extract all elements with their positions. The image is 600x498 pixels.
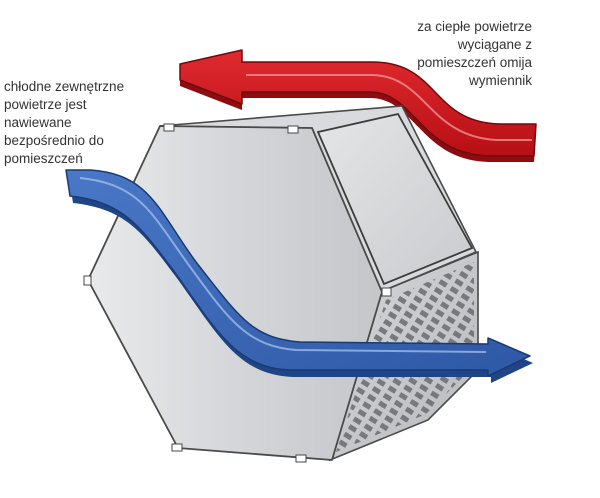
arrow-right-icon	[65, 169, 531, 377]
cold-air-label-line: powietrze jest	[4, 97, 87, 112]
cold-air-label-line: pomieszczeń	[4, 151, 83, 166]
warm-air-label: za ciepłe powietrze wyciągane z pomieszc…	[417, 18, 532, 90]
warm-air-label-line: wyciągane z	[457, 37, 532, 52]
cold-air-label-line: bezpośrednio do	[4, 133, 104, 148]
warm-air-label-line: za ciepłe powietrze	[417, 19, 532, 34]
cold-air-label: chłodne zewnętrzne powietrze jest nawiew…	[4, 78, 124, 168]
arrow-left-icon	[179, 49, 537, 157]
cold-air-label-line: nawiewane	[4, 115, 72, 130]
warm-air-arrow	[179, 49, 537, 162]
cold-air-label-line: chłodne zewnętrzne	[4, 79, 125, 94]
warm-air-label-line: wymiennik	[468, 73, 532, 88]
warm-air-label-line: pomieszczeń omija	[417, 55, 532, 70]
cold-air-arrow	[65, 169, 533, 383]
heat-exchanger-icon	[83, 105, 479, 463]
